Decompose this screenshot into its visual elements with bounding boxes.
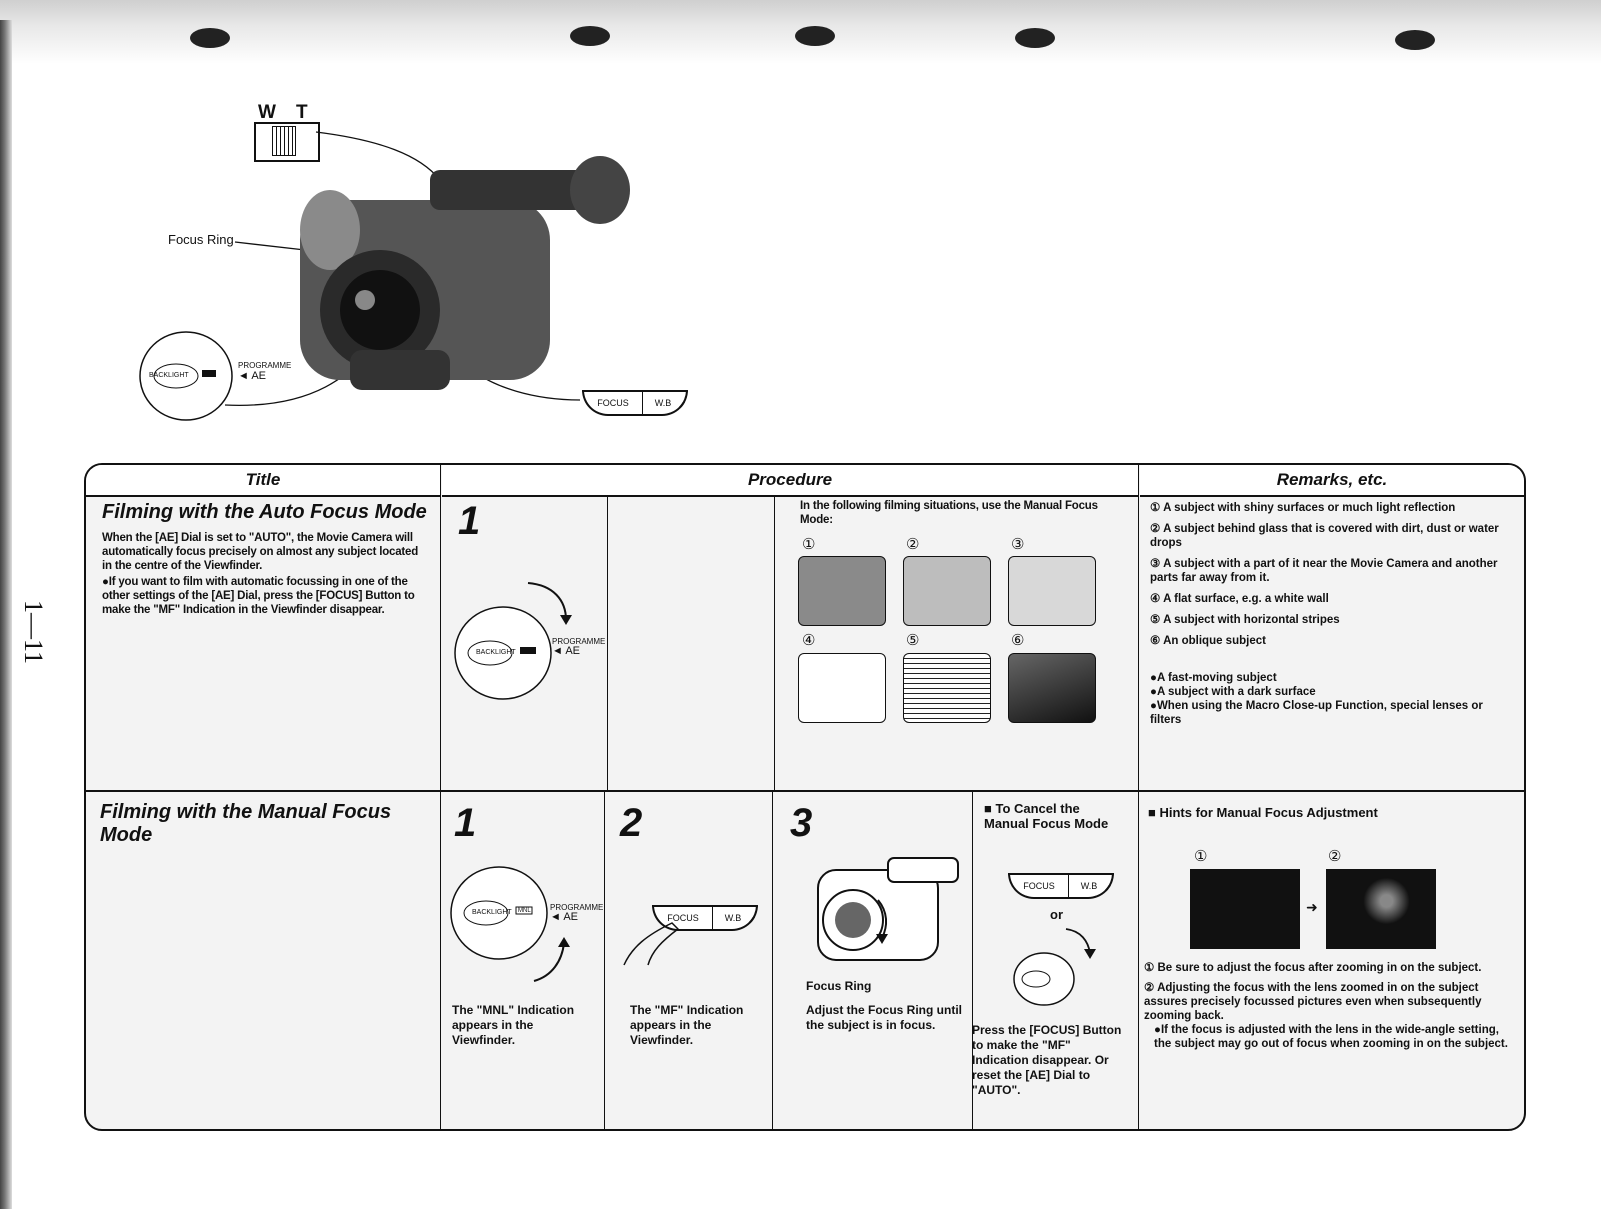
focus-ring-label: Focus Ring [168, 232, 234, 247]
remark-bullet: ●A fast-moving subject [1150, 672, 1277, 684]
auto-remarks-list: ① A subject with shiny surfaces or much … [1150, 501, 1514, 655]
col-divider [1138, 465, 1139, 1129]
cancel-focus-button-illustration: FOCUS W.B [1008, 873, 1114, 899]
focus-button-label: FOCUS [1010, 875, 1069, 897]
manual-step-1-number: 1 [454, 801, 477, 845]
dial-backlight-label: BACKLIGHT [149, 372, 189, 379]
col-divider [972, 792, 973, 1129]
dial-backlight-label: BACKLIGHT [472, 909, 512, 916]
header-procedure: Procedure [442, 465, 1138, 497]
row-divider [86, 790, 1524, 792]
remark-item: ③ A subject with a part of it near the M… [1150, 558, 1498, 584]
wb-button-label: W.B [1080, 881, 1098, 891]
punch-hole [1015, 28, 1055, 48]
situation-glass-image [903, 556, 991, 626]
camcorder-illustration [224, 131, 630, 406]
situation-oblique-image [1008, 653, 1096, 723]
dial-ae-label: ◄ AE [550, 911, 579, 923]
situation-number: ① [802, 536, 816, 553]
punch-hole [190, 28, 230, 48]
focus-button-label: FOCUS [584, 392, 643, 414]
dial-programme-label: PROGRAMME [550, 903, 604, 912]
arrow-right-icon: ➜ [1306, 899, 1318, 915]
wb-button-label: W.B [724, 913, 742, 923]
situation-shiny-image [798, 556, 886, 626]
hint-bullet: ●If the focus is adjusted with the lens … [1154, 1024, 1508, 1050]
punch-hole [1395, 30, 1435, 50]
situations-intro: In the following filming situations, use… [800, 500, 1098, 526]
hint-item: ① Be sure to adjust the focus after zoom… [1144, 962, 1482, 974]
cancel-manual-caption: Press the [FOCUS] Button to make the "MF… [972, 1023, 1122, 1097]
cancel-or-label: or [1050, 907, 1063, 922]
remark-item: ④ A flat surface, e.g. a white wall [1150, 593, 1329, 605]
auto-focus-bullet: ●If you want to film with automatic focu… [102, 576, 415, 616]
manual-step-2-caption: The "MF" Indication appears in the Viewf… [630, 1003, 744, 1047]
scan-left-edge [0, 20, 12, 1209]
hint-focused-image [1326, 869, 1436, 949]
ae-dial-illustration [139, 331, 233, 421]
header-remarks: Remarks, etc. [1140, 465, 1524, 497]
situation-number: ② [906, 536, 920, 553]
hint-number: ① [1194, 848, 1208, 865]
dial-backlight-label: BACKLIGHT [476, 649, 516, 656]
situation-number: ⑤ [906, 632, 920, 649]
hint-item: ② Adjusting the focus with the lens zoom… [1144, 982, 1482, 1022]
auto-dial-illustration [454, 582, 572, 700]
dial-mnl-label: MNL [518, 908, 531, 914]
punch-hole [795, 26, 835, 46]
scan-top-edge [0, 0, 1601, 64]
col-divider [440, 465, 441, 1129]
cancel-dial-illustration [1013, 928, 1096, 1006]
remark-bullet: ●A subject with a dark surface [1150, 686, 1316, 698]
situation-number: ④ [802, 632, 816, 649]
auto-focus-description: When the [AE] Dial is set to "AUTO", the… [102, 532, 419, 572]
zoom-lever-icon [272, 126, 296, 156]
finger-icon [623, 922, 680, 966]
manual-step-3-number: 3 [790, 801, 813, 845]
manual-dial-illustration [450, 866, 570, 982]
situation-white-wall-image [798, 653, 886, 723]
hints-title: ■ Hints for Manual Focus Adjustment [1148, 805, 1378, 820]
situation-number: ③ [1011, 536, 1025, 553]
manual-step-1-caption: The "MNL" Indication appears in the View… [452, 1003, 575, 1047]
zoom-t-label: T [296, 102, 308, 123]
col-divider [774, 495, 775, 790]
remark-bullet: ●When using the Macro Close-up Function,… [1150, 700, 1483, 726]
situation-number: ⑥ [1011, 632, 1025, 649]
col-divider [607, 495, 608, 790]
auto-remarks-bullets: ●A fast-moving subject ●A subject with a… [1150, 671, 1514, 727]
header-title: Title [86, 465, 440, 497]
manual-step-3-caption: Adjust the Focus Ring until the subject … [806, 1003, 962, 1032]
auto-step-1-number: 1 [458, 499, 481, 543]
col-divider [604, 792, 605, 1129]
camcorder-focus-ring-illustration [817, 857, 959, 961]
col-divider [772, 792, 773, 1129]
remark-item: ② A subject behind glass that is covered… [1150, 523, 1499, 549]
remark-item: ⑥ An oblique subject [1150, 635, 1266, 647]
manual-focus-button-illustration: FOCUS W.B [652, 905, 758, 931]
hints-list: ① Be sure to adjust the focus after zoom… [1144, 961, 1514, 1051]
instruction-table: Title Procedure Remarks, etc. Filming wi… [84, 463, 1526, 1131]
focus-wb-button-illustration: FOCUS W.B [582, 390, 688, 416]
page-number: 1—11 [19, 600, 48, 665]
manual-focus-title: Filming with the Manual Focus Mode [100, 801, 392, 846]
auto-focus-title: Filming with the Auto Focus Mode [102, 501, 427, 523]
situation-stripes-image [903, 653, 991, 723]
remark-item: ⑤ A subject with horizontal stripes [1150, 614, 1340, 626]
focus-ring-label: Focus Ring [806, 979, 872, 993]
dial-programme-label: PROGRAMME [552, 637, 606, 646]
punch-hole [570, 26, 610, 46]
wb-button-label: W.B [654, 398, 672, 408]
dial-programme-label: PROGRAMME [238, 361, 292, 370]
zoom-w-label: W [258, 102, 276, 123]
cancel-manual-title: ■ To Cancel the Manual Focus Mode [984, 801, 1109, 831]
remark-item: ① A subject with shiny surfaces or much … [1150, 502, 1456, 514]
situation-near-far-image [1008, 556, 1096, 626]
dial-ae-label: ◄ AE [552, 645, 581, 657]
hint-unfocused-image [1190, 869, 1300, 949]
manual-step-2-number: 2 [620, 801, 643, 845]
dial-ae-label: ◄ AE [238, 370, 267, 382]
hint-number: ② [1328, 848, 1342, 865]
focus-button-label: FOCUS [654, 907, 713, 929]
